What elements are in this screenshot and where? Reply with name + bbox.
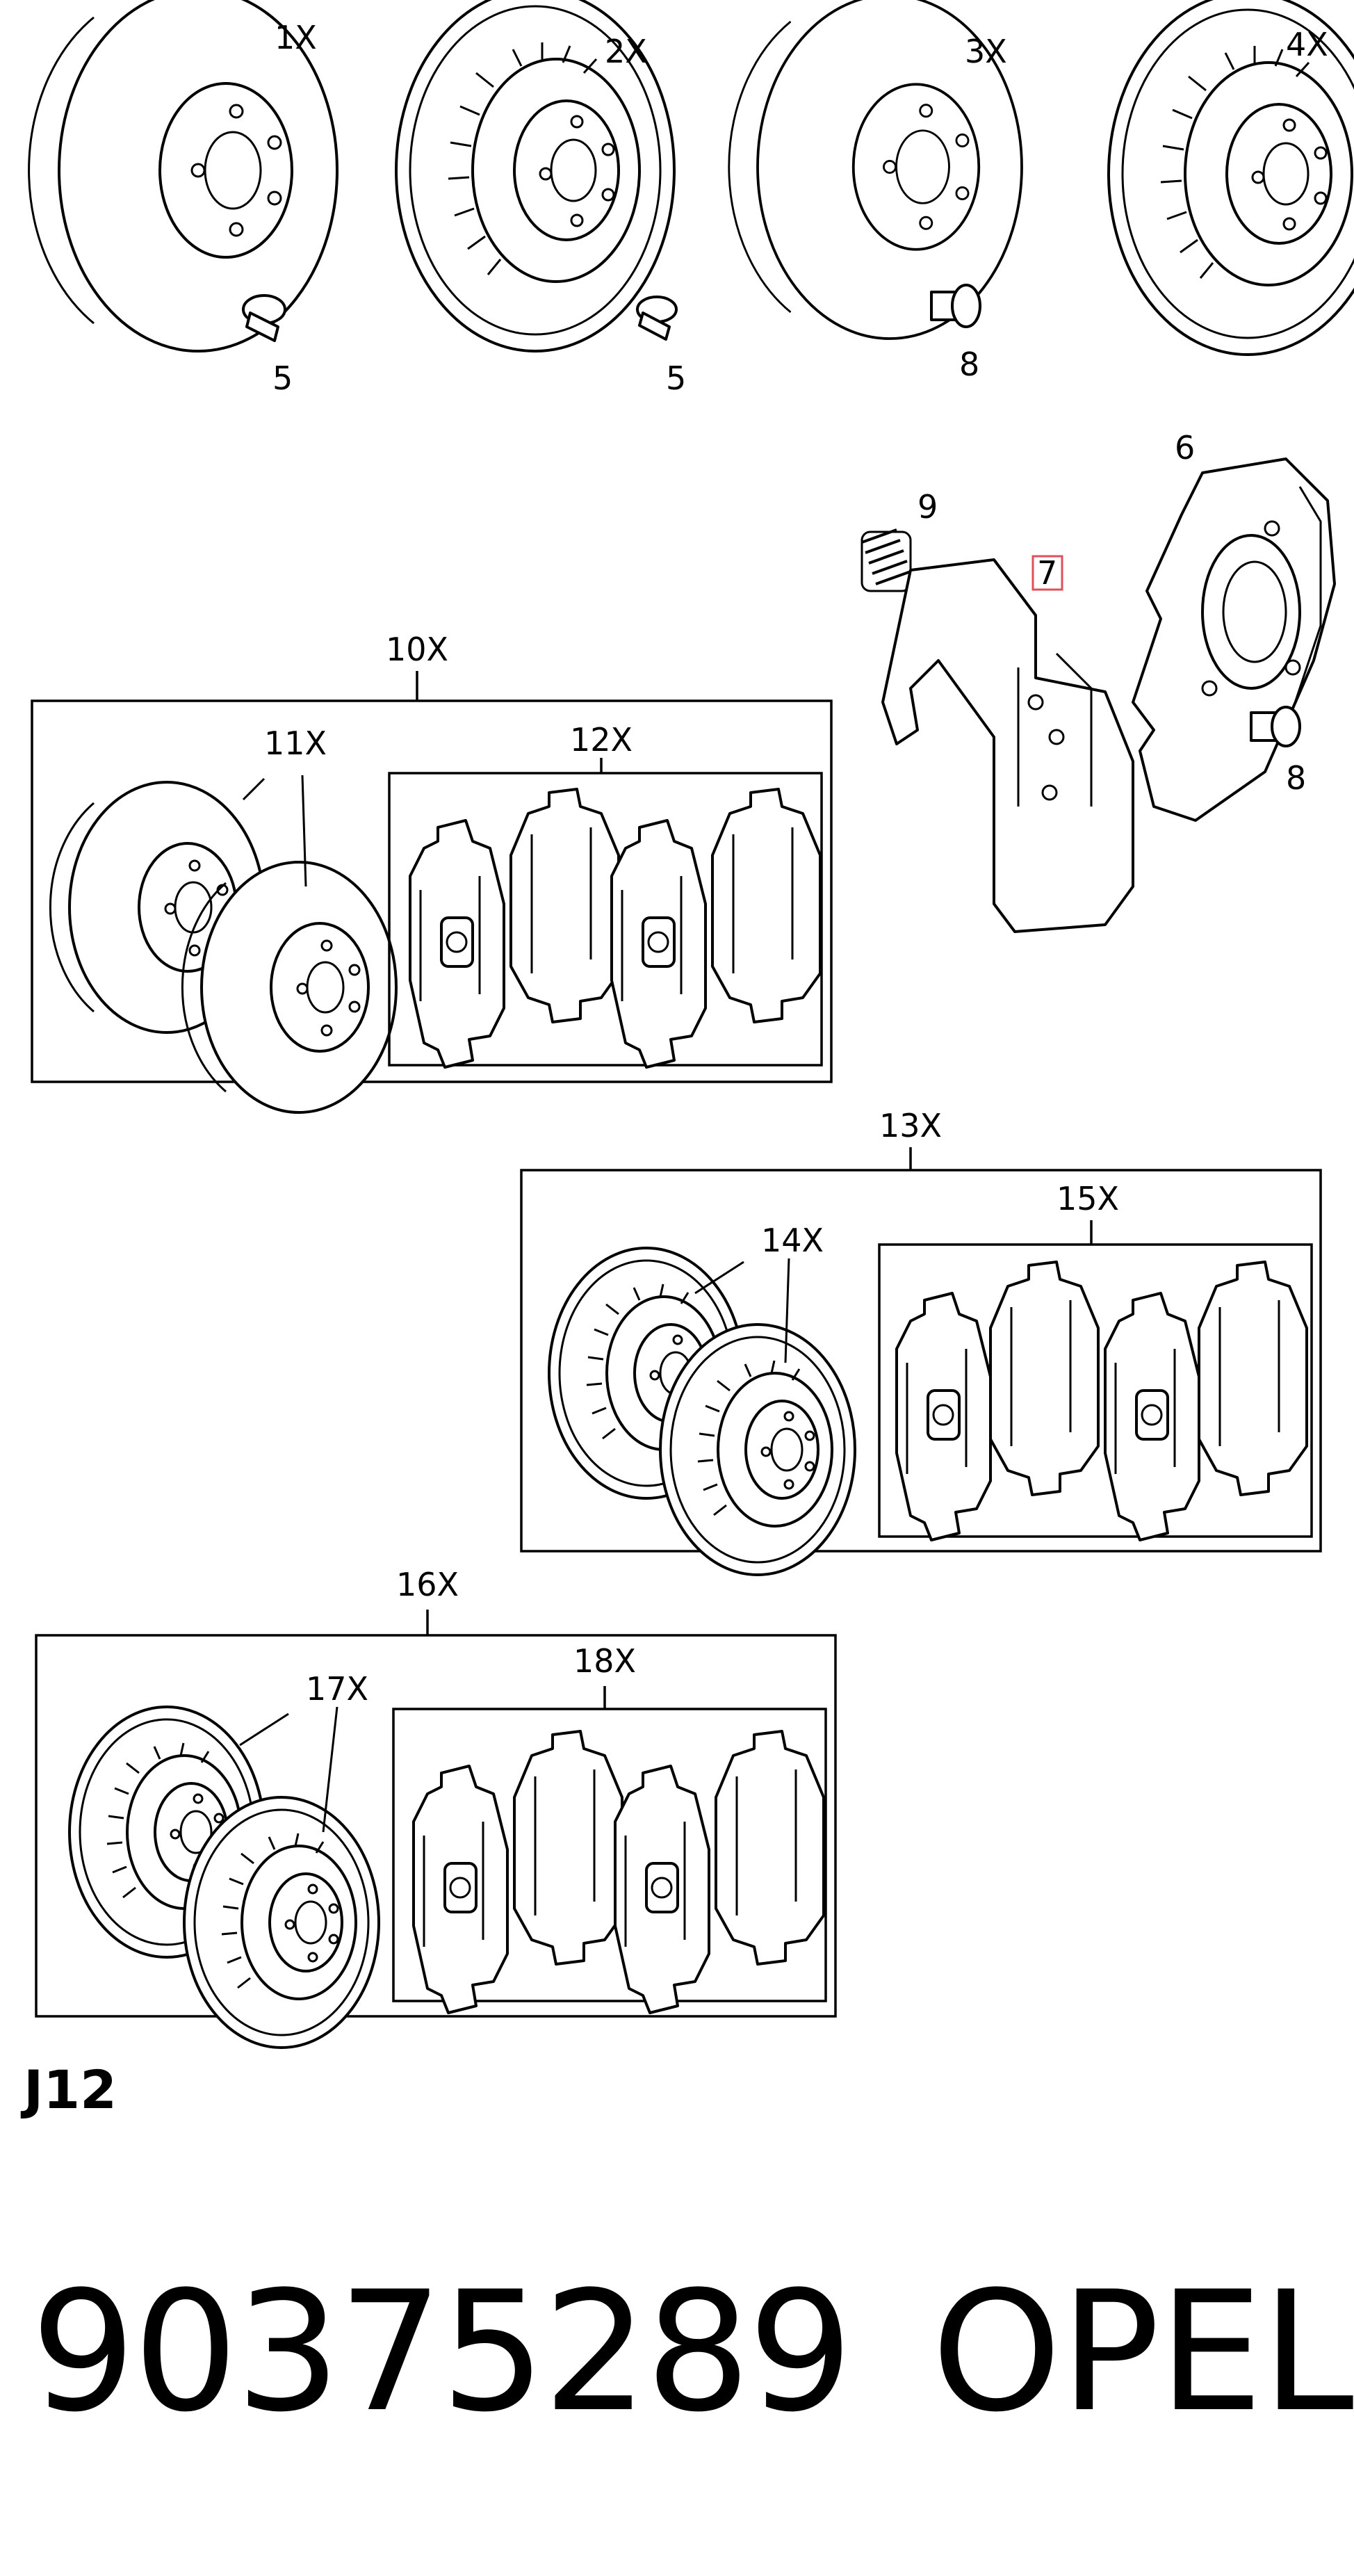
callout-17x: 17X [306,1670,368,1708]
brand-name: OPEL [931,2256,1354,2449]
screw-5b [636,295,678,341]
kit-18-pads [412,1730,825,2014]
kit-16-rotors [68,1706,380,2049]
bolt-8b [1250,706,1301,747]
part-number: 90375289 [31,2256,853,2449]
callout-4x: 4X [1286,26,1328,63]
kit-10-rotors [49,775,398,1114]
callout-9: 9 [917,488,938,526]
callout-8a: 8 [959,346,979,383]
spring-9 [860,528,912,592]
callout-18x: 18X [573,1642,636,1680]
callout-1x: 1X [275,19,317,56]
kit-10-box [31,671,833,1083]
kit-12-pads [409,788,822,1069]
kit-15-pads [895,1261,1308,1541]
callout-5a: 5 [272,359,293,397]
kit-18-pads-box [392,1686,827,2002]
bracket-7 [881,558,1134,933]
callout-15x: 15X [1057,1180,1119,1217]
callout-3x: 3X [965,33,1007,70]
callout-13x: 13X [879,1107,942,1144]
kit-13-rotors [548,1247,856,1576]
bolt-8a [930,284,981,328]
callout-16x: 16X [396,1566,459,1603]
callout-14x: 14X [761,1222,824,1259]
kit-12-pads-box [388,758,823,1067]
callout-7: 7 [1037,554,1057,592]
kit-16-box [35,1610,837,2018]
callout-8b: 8 [1286,759,1306,797]
highlight-box-7 [1031,555,1063,591]
callout-12x: 12X [570,721,633,759]
callout-2x: 2X [605,33,647,70]
callout-6: 6 [1175,429,1195,467]
screw-5a [242,294,286,342]
callout-5b: 5 [666,359,686,397]
section-code: J12 [24,2059,117,2121]
callout-11x: 11X [264,724,327,762]
shield-6 [1132,457,1336,822]
callout-10x: 10X [386,631,448,668]
kit-13-box [520,1147,1322,1553]
kit-15-pads-box [878,1220,1313,1538]
